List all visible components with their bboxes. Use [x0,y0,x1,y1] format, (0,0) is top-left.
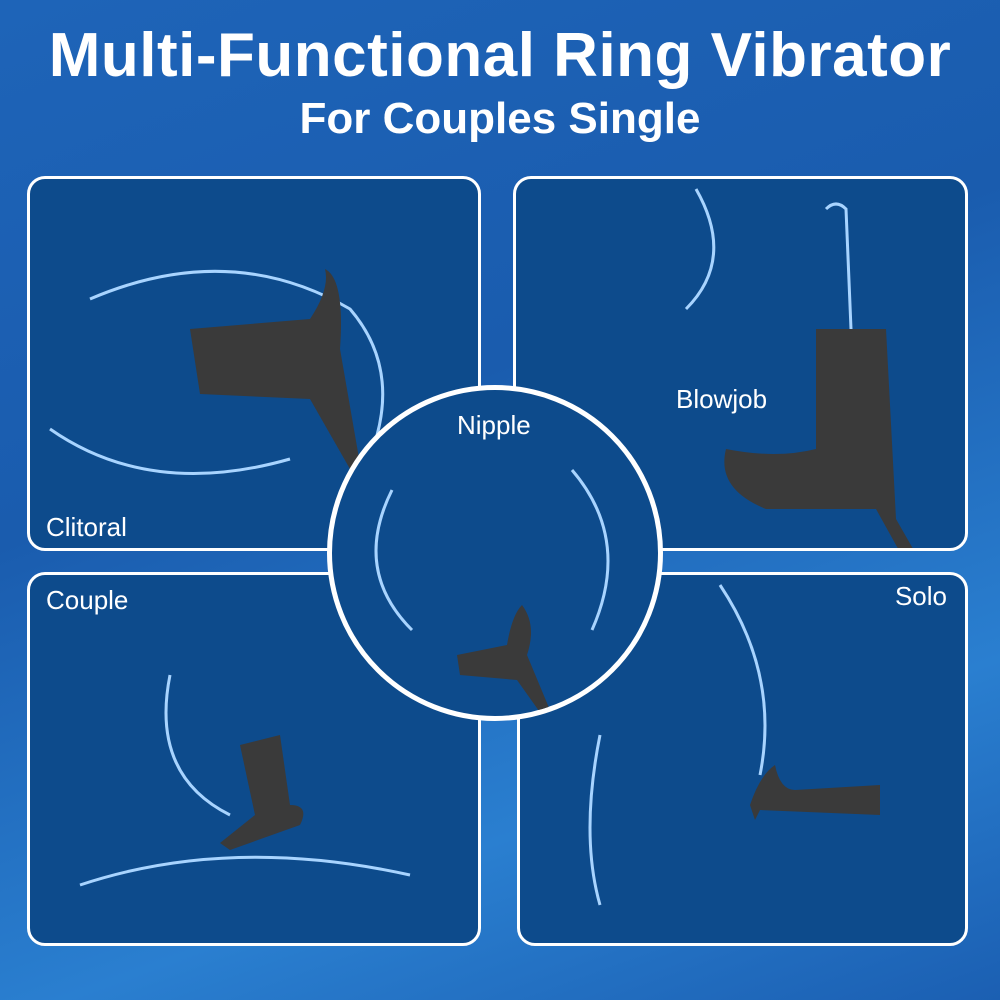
title: Multi-Functional Ring Vibrator [48,21,952,90]
product-icon [190,269,360,469]
product-icon [750,765,880,820]
label-couple: Couple [46,585,129,615]
panel-nipple: Nipple [327,385,663,721]
product-icon [220,735,304,850]
panel-clitoral: Clitoral [27,176,481,551]
panel-blowjob: Blowjob [513,176,968,551]
label-clitoral: Clitoral [46,512,127,542]
label-solo: Solo [894,581,947,611]
label-blowjob: Blowjob [676,384,768,414]
subtitle: For Couples Single [299,94,701,143]
illustration [684,188,913,548]
illustration [588,584,880,906]
product-icon [457,605,552,716]
illustration [374,469,610,716]
illustration [79,674,411,887]
label-nipple: Nipple [457,410,531,440]
illustration [49,269,385,480]
product-icon [724,329,913,548]
